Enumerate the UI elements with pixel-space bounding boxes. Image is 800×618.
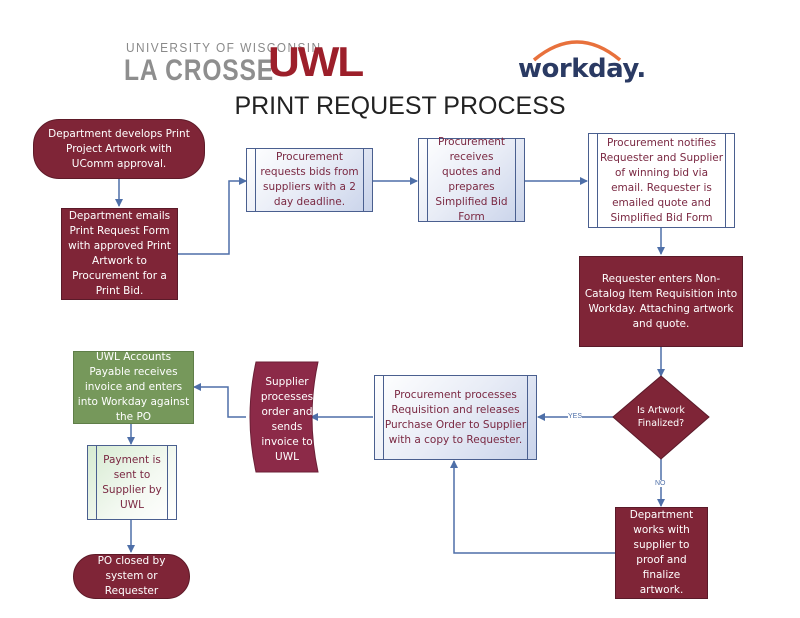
logo-university-line: UNIVERSITY OF WISCONSIN xyxy=(126,41,322,55)
node-text: PO closed by system or Requester xyxy=(97,555,166,597)
node-notify-winner: Procurement notifies Requester and Suppl… xyxy=(588,133,735,228)
workday-logo: workday. xyxy=(518,54,646,84)
node-text: Payment is sent to Supplier by UWL xyxy=(102,453,162,511)
node-po-closed: PO closed by system or Requester xyxy=(73,554,190,599)
node-text: Department develops Print Project Artwor… xyxy=(48,127,190,170)
edge-label-no: NO xyxy=(655,480,666,487)
node-text: UWL Accounts Payable receives invoice an… xyxy=(77,351,190,423)
edge-n9-n8 xyxy=(450,460,615,554)
page-title: PRINT REQUEST PROCESS xyxy=(234,92,566,120)
uwl-logo: UWL xyxy=(268,38,364,85)
edge-n2-n3 xyxy=(178,177,247,255)
node-payment-sent: Payment is sent to Supplier by UWL xyxy=(87,445,177,520)
node-text: Department emails Print Request Form wit… xyxy=(68,210,171,297)
node-text: Department works with supplier to proof … xyxy=(629,509,694,596)
node-text: Supplier processes order and sends invoi… xyxy=(260,376,314,463)
node-text: Procurement processes Requisition and re… xyxy=(384,388,527,446)
node-receive-quotes: Procurement receives quotes and prepares… xyxy=(418,136,525,223)
decision-shape xyxy=(612,375,710,460)
node-request-bids: Procurement requests bids from suppliers… xyxy=(246,148,373,212)
node-supplier-invoice: Supplier processes order and sends invoi… xyxy=(252,370,322,470)
node-text: Procurement notifies Requester and Suppl… xyxy=(599,136,724,224)
node-proof-artwork: Department works with supplier to proof … xyxy=(615,507,708,599)
node-process-po: Procurement processes Requisition and re… xyxy=(374,375,537,460)
node-text: Procurement receives quotes and prepares… xyxy=(435,136,508,223)
edge-n10-n11 xyxy=(193,383,246,418)
node-text: Is Artwork Finalized? xyxy=(637,405,685,429)
node-text: Procurement requests bids from suppliers… xyxy=(260,151,359,208)
node-decision-artwork: Is Artwork Finalized? xyxy=(623,396,699,438)
node-enter-requisition: Requester enters Non-Catalog Item Requis… xyxy=(579,256,743,347)
node-text: Requester enters Non-Catalog Item Requis… xyxy=(584,272,738,330)
logo-campus-line: LA CROSSE xyxy=(124,54,274,87)
node-accounts-payable: UWL Accounts Payable receives invoice an… xyxy=(73,351,194,424)
node-develop-artwork: Department develops Print Project Artwor… xyxy=(33,119,205,179)
edge-label-yes: YES xyxy=(568,413,583,420)
node-email-request: Department emails Print Request Form wit… xyxy=(61,208,178,300)
workday-arc-icon xyxy=(532,40,622,62)
stored-data-shape xyxy=(249,361,319,473)
